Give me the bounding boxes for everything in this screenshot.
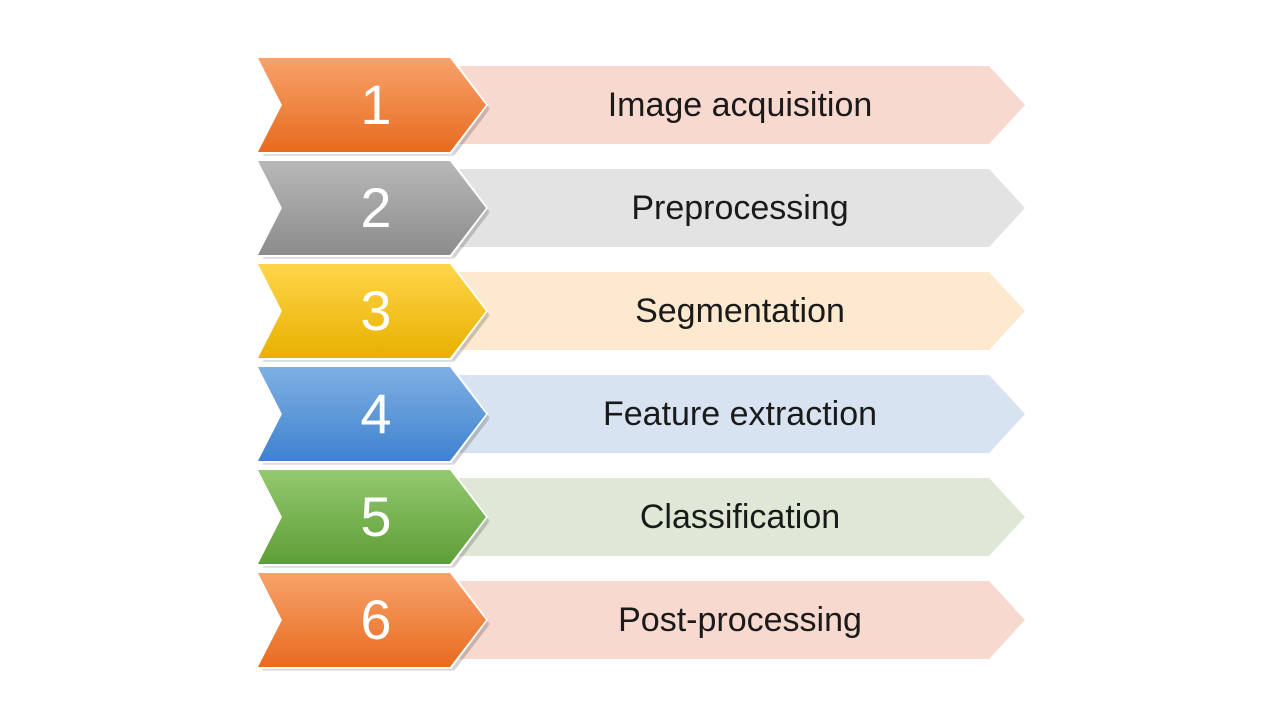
step-label: Feature extraction bbox=[602, 395, 878, 433]
chevron-arrow bbox=[258, 264, 486, 358]
step-4: 4 Feature extraction bbox=[0, 365, 1280, 467]
step-number: 2 bbox=[360, 176, 392, 239]
step-number: 1 bbox=[360, 73, 392, 136]
step-number: 5 bbox=[360, 485, 392, 548]
step-number: 4 bbox=[360, 382, 392, 445]
step-label: Preprocessing bbox=[631, 189, 849, 227]
step-number: 6 bbox=[360, 588, 392, 651]
step-3: 3 Segmentation bbox=[0, 262, 1280, 364]
chevron-arrow bbox=[258, 161, 486, 255]
step-band bbox=[455, 272, 1025, 350]
step-1: 1 Image acquisition bbox=[0, 56, 1280, 158]
step-label: Image acquisition bbox=[607, 86, 873, 124]
step-band bbox=[455, 375, 1025, 453]
step-6: 6 Post-processing bbox=[0, 571, 1280, 673]
step-label: Post-processing bbox=[618, 601, 862, 639]
chevron-arrow bbox=[258, 573, 486, 667]
step-number: 3 bbox=[360, 279, 392, 342]
chevron-arrow bbox=[258, 58, 486, 152]
step-band bbox=[455, 581, 1025, 659]
step-band bbox=[455, 66, 1025, 144]
chevron-arrow bbox=[258, 470, 486, 564]
step-label: Segmentation bbox=[635, 292, 845, 330]
step-band bbox=[455, 478, 1025, 556]
chevron-arrow bbox=[258, 367, 486, 461]
step-band bbox=[455, 169, 1025, 247]
step-2: 2 Preprocessing bbox=[0, 159, 1280, 261]
step-5: 5 Classification bbox=[0, 468, 1280, 570]
step-label: Classification bbox=[639, 498, 841, 536]
